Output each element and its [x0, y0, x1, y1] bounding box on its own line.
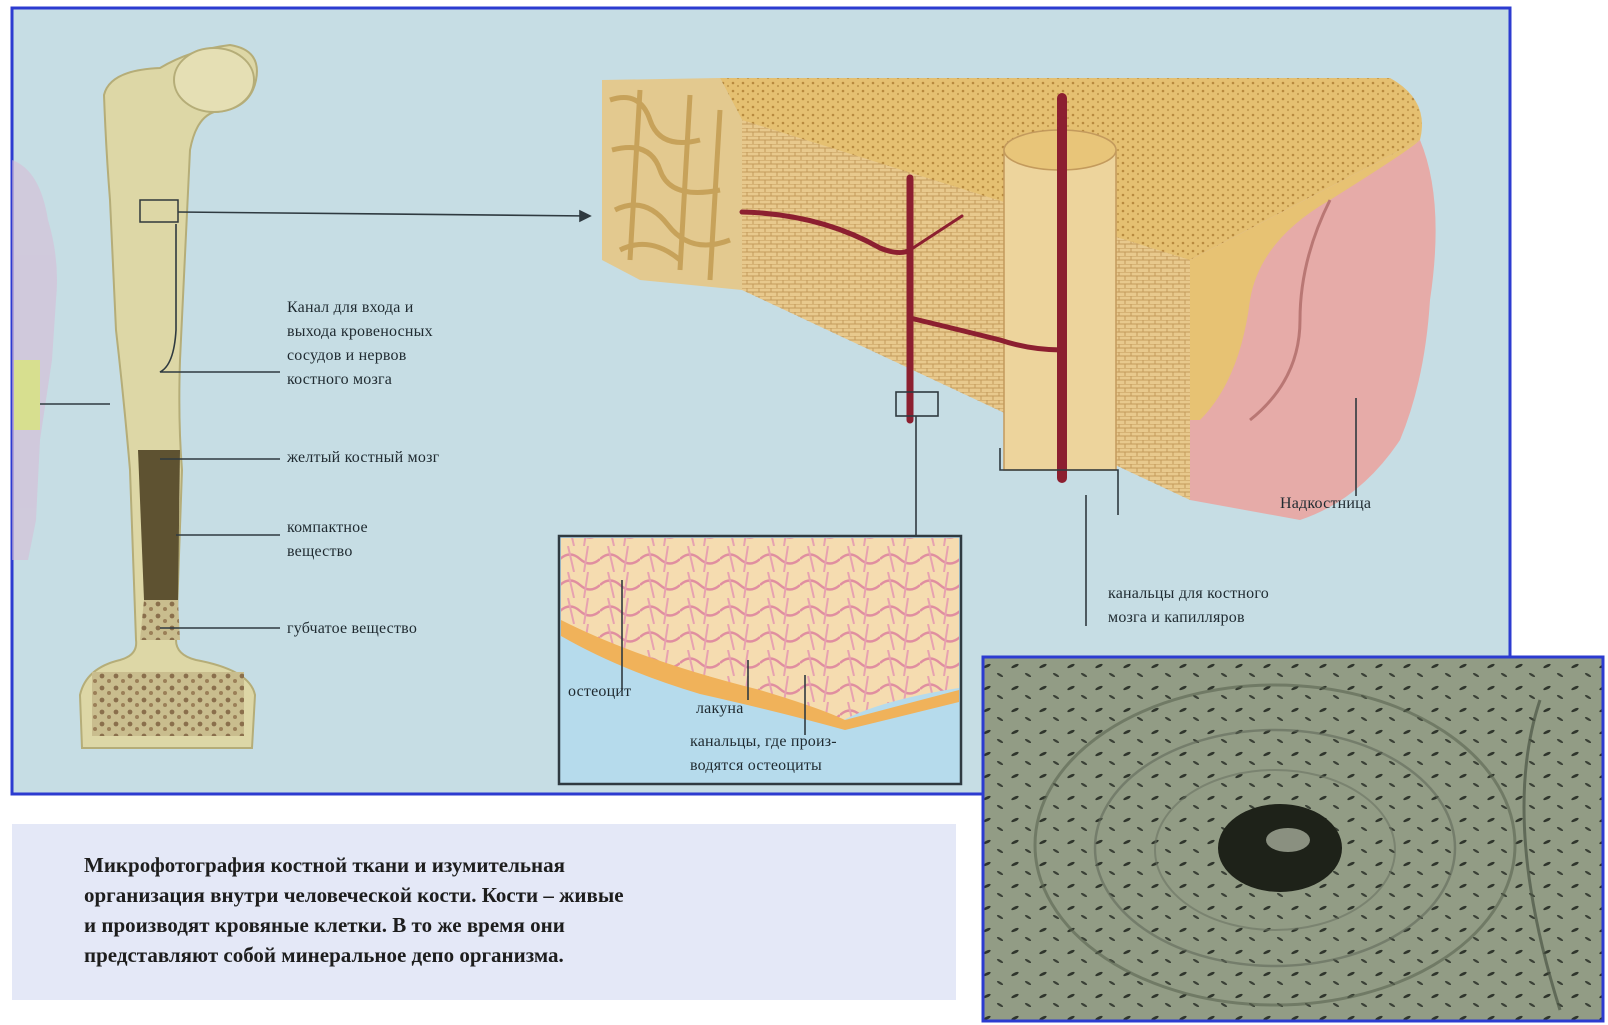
- label-canaliculi-marrow: канальцы для костного мозга и капилляров: [1108, 582, 1269, 630]
- label-yellow-marrow: желтый костный мозг: [287, 446, 439, 470]
- label-canal: Канал для входа и выхода кровеносных сос…: [287, 296, 433, 392]
- label-compact-substance: компактное вещество: [287, 516, 368, 564]
- caption-text: Микрофотография костной ткани и изумител…: [84, 850, 904, 970]
- label-canaliculi-osteocytes: канальцы, где произ- водятся остеоциты: [690, 730, 837, 778]
- label-periosteum: Надкостница: [1280, 492, 1371, 516]
- caption-box: Микрофотография костной ткани и изумител…: [12, 824, 956, 1000]
- label-spongy-substance: губчатое вещество: [287, 617, 417, 641]
- bone-micrograph-photo: [983, 657, 1603, 1021]
- label-osteocyte: остеоцит: [568, 680, 631, 704]
- label-lacuna: лакуна: [696, 697, 744, 721]
